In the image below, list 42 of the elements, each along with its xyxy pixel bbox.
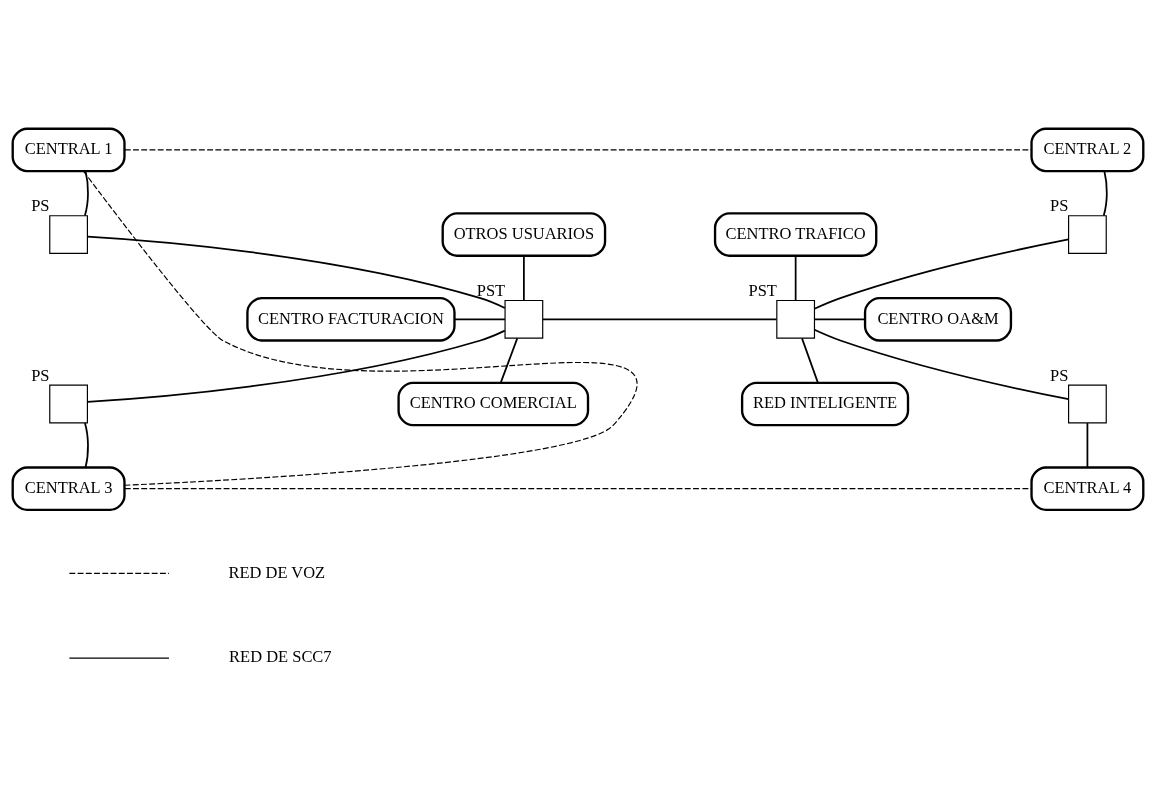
connector (801, 336, 819, 384)
node-label: PS (1050, 195, 1069, 215)
connector (794, 254, 797, 301)
connector (84, 421, 89, 468)
node-box (49, 384, 88, 423)
connector (86, 235, 506, 309)
node-label: PS (31, 365, 50, 385)
node-box: CENTRO TRAFICO (713, 211, 878, 257)
node-box (1068, 384, 1107, 423)
node-label: PS (31, 195, 50, 215)
node-box (49, 214, 88, 254)
node-label: PST (748, 280, 777, 300)
connector (86, 329, 506, 403)
legend-label: RED DE VOZ (228, 562, 326, 582)
node-box: CENTRAL 3 (11, 465, 126, 511)
connector (82, 170, 637, 486)
node-box (504, 299, 544, 339)
connector (813, 238, 1070, 310)
node-box: RED INTELIGENTE (740, 381, 910, 426)
node-box: CENTRO FACTURACION (246, 296, 456, 342)
connector (1086, 421, 1089, 468)
node-box: CENTRAL 4 (1030, 465, 1145, 511)
legend-label: RED DE SCC7 (229, 646, 332, 666)
connector (124, 487, 1033, 489)
node-box: CENTRAL 1 (11, 127, 126, 172)
node-label: PST (476, 280, 506, 300)
node-box: CENTRO COMERCIAL (397, 381, 590, 426)
node-label: PS (1050, 365, 1069, 385)
connector (1102, 170, 1108, 216)
connector (124, 148, 1033, 150)
connector (813, 317, 866, 320)
node-box: CENTRAL 2 (1030, 127, 1145, 172)
node-box (776, 299, 816, 339)
connector (499, 336, 519, 384)
connector (542, 317, 778, 320)
connector (813, 328, 1070, 400)
node-box: OTROS USUARIOS (441, 211, 607, 257)
node-box: CENTRO OA&M (863, 296, 1013, 342)
connector (523, 254, 525, 301)
connector (453, 317, 506, 320)
node-box (1068, 214, 1107, 254)
connector (84, 170, 89, 216)
